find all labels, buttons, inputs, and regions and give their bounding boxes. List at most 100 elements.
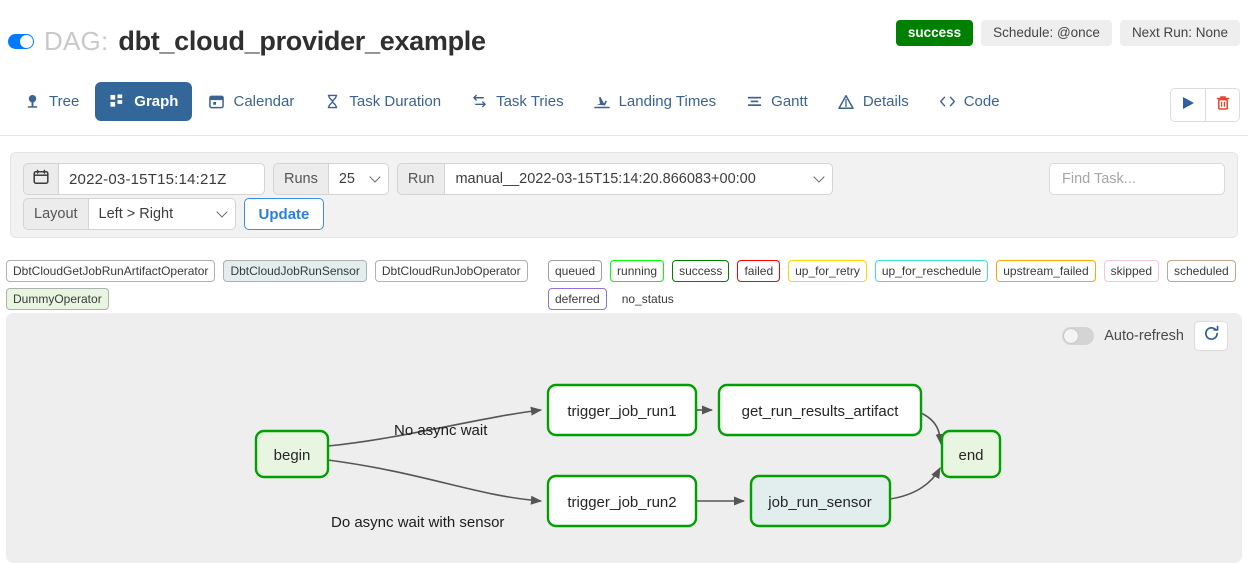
tab-label: Task Duration [349,93,442,110]
next-run-badge[interactable]: Next Run: None [1119,20,1240,46]
tab-details[interactable]: Details [824,82,923,121]
filter-panel: 2022-03-15T15:14:21Z Runs 25 Run manual_… [10,152,1238,238]
auto-refresh-toggle[interactable] [1062,327,1095,345]
legend-operator-chip[interactable]: DbtCloudJobRunSensor [223,260,367,282]
graph-edges [327,405,945,506]
calendar-button[interactable] [23,163,59,195]
calendar-icon [33,169,49,189]
legend-state-up-for-retry: up_for_retry [788,260,867,282]
dag-action-buttons [1170,88,1240,122]
task-node-trigger-job-run2[interactable]: trigger_job_run2 [546,474,698,528]
runs-select[interactable]: 25 [328,163,389,195]
gantt-icon [746,93,763,110]
tab-task-tries[interactable]: Task Tries [457,82,578,121]
task-node-end[interactable]: end [940,429,1002,479]
task-node-trigger-job-run1[interactable]: trigger_job_run1 [546,383,698,437]
edge-artifact-end [920,412,945,446]
task-node-label: begin [274,447,311,464]
status-badge: success [895,20,974,46]
tab-label: Details [862,93,909,110]
task-node-begin[interactable]: begin [254,429,330,479]
legend-operator-chip[interactable]: DummyOperator [6,288,109,310]
task-node-get-run-results-artifact[interactable]: get_run_results_artifact [717,383,923,437]
update-button[interactable]: Update [243,198,325,230]
task-node-label: end [958,447,983,464]
tab-label: Graph [134,93,179,110]
operator-legend: DbtCloudGetJobRunArtifactOperator DbtClo… [6,260,536,310]
legend-state-skipped: skipped [1103,260,1159,282]
view-tabbar: Tree Graph Calendar Task Duration Task T [0,78,1248,136]
edge-label-do-async-wait: Do async wait with sensor [331,514,504,531]
layout-select[interactable]: Left > Right [88,198,236,230]
refresh-button[interactable] [1194,321,1228,351]
legend-state-success: success [672,260,730,282]
legend-state-deferred: deferred [548,288,607,310]
calendar-icon [208,93,225,110]
state-legend: queued running success failed up_for_ret… [548,260,1248,310]
task-node-job-run-sensor[interactable]: job_run_sensor [749,474,892,528]
dag-label: DAG: [44,26,109,56]
legend-operator-chip[interactable]: DbtCloudRunJobOperator [374,260,528,282]
runs-label: Runs [273,163,329,195]
run-label: Run [396,163,446,195]
execution-date-input[interactable]: 2022-03-15T15:14:21Z [59,163,265,195]
task-node-label: trigger_job_run1 [567,403,676,420]
runs-group: Runs 25 [273,163,389,195]
task-node-label: job_run_sensor [767,494,871,511]
tab-gantt[interactable]: Gantt [732,82,822,121]
header-badges: success Schedule: @once Next Run: None [895,20,1240,46]
tab-task-duration[interactable]: Task Duration [310,82,455,121]
code-icon [939,93,956,110]
tab-label: Landing Times [618,93,717,110]
landing-icon [594,93,611,110]
legend-operator-chip[interactable]: DbtCloudGetJobRunArtifactOperator [6,260,216,282]
edge-label-no-async-wait: No async wait [394,422,488,439]
hourglass-icon [324,93,341,110]
tab-landing-times[interactable]: Landing Times [580,82,731,121]
find-task-input[interactable]: Find Task... [1049,163,1225,195]
task-node-label: trigger_job_run2 [567,494,676,511]
layout-group: Layout Left > Right [23,198,236,230]
edge-begin-trigger2 [327,459,543,505]
tree-icon [24,93,41,110]
filter-row-top: 2022-03-15T15:14:21Z Runs 25 Run manual_… [23,163,834,195]
filter-row-bottom: Layout Left > Right Update [23,198,325,230]
legend-state-scheduled: scheduled [1167,260,1236,282]
edge-begin-trigger1 [327,406,543,447]
tab-label: Code [963,93,1000,110]
graph-toolbar: Auto-refresh [1062,321,1228,351]
tab-calendar[interactable]: Calendar [194,82,308,121]
tab-label: Gantt [771,93,808,110]
refresh-icon [1203,325,1220,347]
trash-icon [1216,95,1230,116]
graph-canvas[interactable]: Auto-refresh No async [6,313,1242,563]
legend-state-up-for-reschedule: up_for_reschedule [874,260,989,282]
tab-graph[interactable]: Graph [95,82,193,121]
dag-title: DAG: dbt_cloud_provider_example [8,26,486,57]
run-select[interactable]: manual__2022-03-15T15:14:20.866083+00:00 [445,163,834,195]
auto-refresh-label: Auto-refresh [1104,328,1184,344]
layout-label: Layout [23,198,89,230]
tab-label: Calendar [233,93,295,110]
legend-state-no-status: no_status [621,292,674,306]
dag-name: dbt_cloud_provider_example [118,26,486,56]
play-icon [1182,96,1195,115]
edge-sensor-end [889,467,941,500]
dag-graph[interactable]: No async wait Do async wait with sensor … [6,313,1242,563]
legend-state-running: running [610,260,665,282]
legend: DbtCloudGetJobRunArtifactOperator DbtClo… [0,255,1248,310]
pause-unpause-toggle[interactable] [8,34,34,49]
tab-code[interactable]: Code [925,82,1014,121]
date-picker-group: 2022-03-15T15:14:21Z [23,163,265,195]
schedule-badge[interactable]: Schedule: @once [981,20,1112,46]
details-icon [838,93,855,110]
delete-dag-button[interactable] [1205,89,1239,121]
legend-state-queued: queued [548,260,603,282]
trigger-dag-button[interactable] [1171,89,1205,121]
tab-tree[interactable]: Tree [10,82,93,121]
tab-list: Tree Graph Calendar Task Duration Task T [10,82,1014,121]
legend-state-failed: failed [737,260,781,282]
graph-nodes: begin trigger_job_run1 get_run_results_a… [254,383,1002,528]
page-header: DAG: dbt_cloud_provider_example success … [0,0,1248,72]
run-group: Run manual__2022-03-15T15:14:20.866083+0… [396,163,834,195]
